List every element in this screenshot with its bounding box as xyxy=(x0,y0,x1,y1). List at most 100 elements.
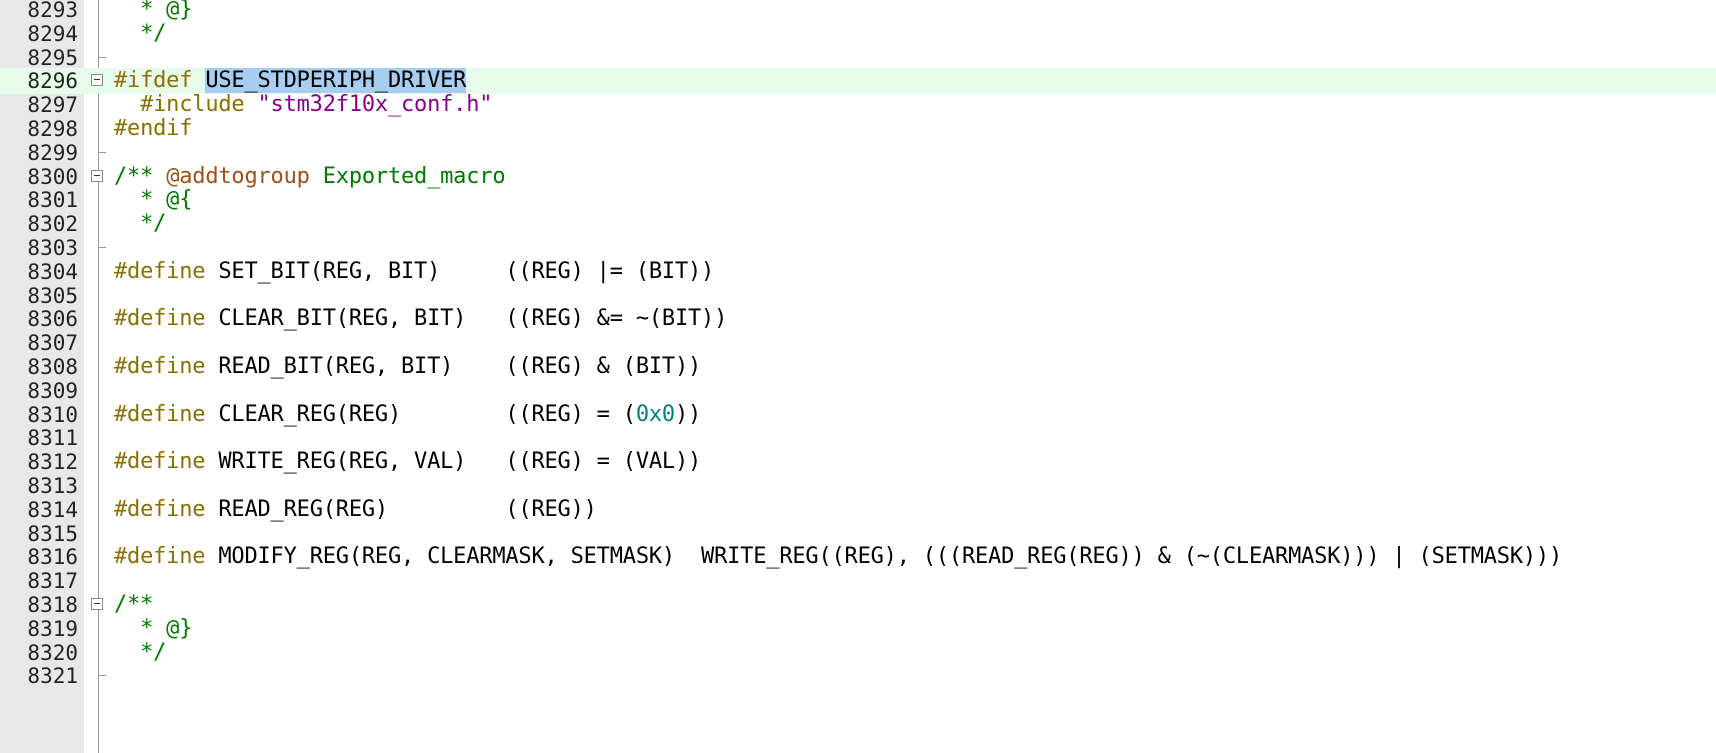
code-text: #endif xyxy=(114,116,192,142)
code-text: /** @addtogroup Exported_macro xyxy=(114,163,506,190)
code-line[interactable]: 8301 * @{ xyxy=(0,187,1716,213)
line-number: 8308 xyxy=(27,355,78,379)
line-number: 8297 xyxy=(27,93,78,118)
code-text: */ xyxy=(114,640,166,666)
code-line[interactable]: 8299 xyxy=(0,140,1716,166)
code-token: READ_REG(REG) ((REG)) xyxy=(218,496,597,522)
code-text: #include "stm32f10x_conf.h" xyxy=(114,92,492,118)
line-number: 8311 xyxy=(27,426,78,451)
line-number: 8300 xyxy=(27,164,78,189)
code-line[interactable]: 8317 xyxy=(0,568,1716,594)
code-line[interactable]: 8311 xyxy=(0,425,1716,451)
code-text: #define READ_REG(REG) ((REG)) xyxy=(114,497,597,523)
code-text: #define MODIFY_REG(REG, CLEARMASK, SETMA… xyxy=(114,544,1562,570)
line-number: 8299 xyxy=(27,140,78,165)
code-line[interactable]: 8318 /** xyxy=(0,592,1716,618)
code-text: /** xyxy=(114,592,153,618)
line-number: 8305 xyxy=(27,283,78,308)
comment-token: * @} xyxy=(114,0,193,22)
line-number: 8319 xyxy=(27,616,78,641)
code-text: * @} xyxy=(114,0,192,23)
code-line[interactable]: 8310 #define CLEAR_REG(REG) ((REG) = (0x0… xyxy=(0,402,1716,428)
code-text: #define CLEAR_REG(REG) ((REG) = (0x0)) xyxy=(114,402,701,428)
line-number: 8298 xyxy=(27,117,78,141)
fold-collapse-icon[interactable] xyxy=(91,598,103,610)
line-number: 8312 xyxy=(27,450,78,475)
line-number: 8314 xyxy=(27,497,78,522)
code-line[interactable]: 8313 xyxy=(0,473,1716,499)
line-number: 8307 xyxy=(27,331,78,356)
fold-end-marker xyxy=(98,151,106,153)
line-number: 8309 xyxy=(27,378,78,403)
code-token: READ_BIT(REG, BIT) ((REG) & (BIT)) xyxy=(218,354,702,379)
fold-end-marker xyxy=(98,247,106,248)
fold-collapse-icon[interactable] xyxy=(91,74,103,87)
line-number: 8318 xyxy=(27,593,78,617)
code-token: CLEAR_REG(REG) ((REG) = ( xyxy=(218,401,636,427)
code-line[interactable]: 8304 #define SET_BIT(REG, BIT) ((REG) |= … xyxy=(0,259,1716,285)
line-number: 8294 xyxy=(27,21,78,46)
code-line[interactable]: 8293 * @} xyxy=(0,0,1716,23)
preprocessor-token: #define xyxy=(114,449,219,475)
line-number-gutter xyxy=(0,0,84,753)
line-number: 8320 xyxy=(27,640,78,665)
code-text: #define READ_BIT(REG, BIT) ((REG) & (BIT… xyxy=(114,354,701,380)
code-line[interactable]: 8294 */ xyxy=(0,21,1716,47)
code-text: * @{ xyxy=(114,187,192,213)
code-line[interactable]: 8306 #define CLEAR_BIT(REG, BIT) ((REG) &… xyxy=(0,306,1716,332)
preprocessor-token: #define xyxy=(114,258,219,284)
code-line[interactable]: 8305 xyxy=(0,283,1716,309)
comment-token: /** xyxy=(114,592,154,617)
line-number: 8310 xyxy=(27,402,78,427)
doc-tag-token: @addtogroup xyxy=(166,163,310,189)
code-text: #define WRITE_REG(REG, VAL) ((REG) = (VA… xyxy=(114,449,701,475)
preprocessor-token: #endif xyxy=(114,116,193,141)
code-line[interactable]: 8314 #define READ_REG(REG) ((REG)) xyxy=(0,497,1716,523)
code-line[interactable]: 8321 xyxy=(0,663,1716,689)
comment-token: /** xyxy=(114,163,167,189)
code-token: MODIFY_REG(REG, CLEARMASK, SETMASK) WRIT… xyxy=(218,544,1563,570)
line-number: 8296 xyxy=(27,69,78,94)
code-line[interactable]: 8303 xyxy=(0,235,1716,261)
code-line[interactable]: 8309 xyxy=(0,378,1716,404)
code-line[interactable]: 8316 #define MODIFY_REG(REG, CLEARMASK, S… xyxy=(0,544,1716,570)
line-number: 8302 xyxy=(27,212,78,237)
code-token: SET_BIT(REG, BIT) ((REG) |= (BIT)) xyxy=(218,258,715,284)
preprocessor-token: #include xyxy=(114,92,258,118)
code-token: WRITE_REG(REG, VAL) ((REG) = (VAL)) xyxy=(218,449,702,475)
line-number: 8295 xyxy=(27,45,78,70)
code-line[interactable]: 8300 /** @addtogroup Exported_macro xyxy=(0,164,1716,190)
code-line[interactable]: 8307 xyxy=(0,330,1716,356)
code-text: #define CLEAR_BIT(REG, BIT) ((REG) &= ~(… xyxy=(114,306,727,332)
code-line[interactable]: 8319 * @} xyxy=(0,616,1716,642)
line-number: 8304 xyxy=(27,259,78,284)
preprocessor-token: #define xyxy=(114,354,219,379)
preprocessor-token: #define xyxy=(114,306,219,332)
comment-token: * @{ xyxy=(114,187,193,213)
line-number: 8303 xyxy=(27,236,78,260)
code-text: #define SET_BIT(REG, BIT) ((REG) |= (BIT… xyxy=(114,259,714,285)
code-line-active[interactable]: 8296#ifdef USE_STDPERIPH_DRIVER xyxy=(0,68,1716,95)
code-line[interactable]: 8308 #define READ_BIT(REG, BIT) ((REG) & … xyxy=(0,354,1716,380)
code-line[interactable]: 8320 */ xyxy=(0,640,1716,666)
line-number: 8316 xyxy=(27,545,78,570)
code-line[interactable]: 8312 #define WRITE_REG(REG, VAL) ((REG) =… xyxy=(0,449,1716,475)
comment-token: */ xyxy=(114,211,167,237)
code-line[interactable]: 8315 xyxy=(0,521,1716,547)
fold-collapse-icon[interactable] xyxy=(91,169,103,182)
line-number: 8315 xyxy=(27,521,78,546)
code-line[interactable]: 8298 #endif xyxy=(0,116,1716,142)
fold-end-marker xyxy=(98,56,106,58)
line-number: 8301 xyxy=(27,188,78,213)
preprocessor-token: #ifdef xyxy=(114,68,206,94)
code-line[interactable]: 8302 */ xyxy=(0,211,1716,237)
code-line[interactable]: 8297 #include "stm32f10x_conf.h" xyxy=(0,92,1716,118)
comment-token: */ xyxy=(114,20,167,46)
line-number: 8313 xyxy=(27,474,78,498)
code-line[interactable]: 8295 xyxy=(0,45,1716,71)
number-token: 0x0 xyxy=(635,401,675,427)
line-number: 8306 xyxy=(27,307,78,332)
comment-token: * @} xyxy=(114,615,193,641)
preprocessor-token: #define xyxy=(114,544,219,570)
